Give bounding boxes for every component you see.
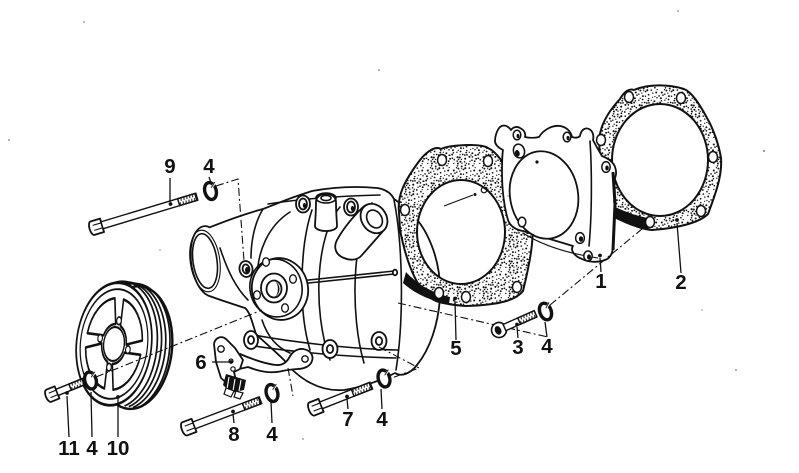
svg-text:4: 4 <box>86 437 98 460</box>
svg-text:6: 6 <box>195 351 206 374</box>
svg-text:1: 1 <box>595 270 606 293</box>
svg-text:4: 4 <box>203 155 215 178</box>
svg-text:4: 4 <box>266 423 278 446</box>
svg-text:2: 2 <box>675 271 686 294</box>
svg-text:3: 3 <box>512 336 523 359</box>
svg-text:7: 7 <box>342 408 353 431</box>
svg-text:4: 4 <box>541 335 553 358</box>
svg-text:10: 10 <box>107 437 130 460</box>
svg-text:5: 5 <box>450 337 461 360</box>
svg-text:9: 9 <box>164 155 175 178</box>
svg-text:4: 4 <box>376 408 388 431</box>
svg-text:8: 8 <box>228 423 239 446</box>
svg-text:11: 11 <box>58 437 80 460</box>
